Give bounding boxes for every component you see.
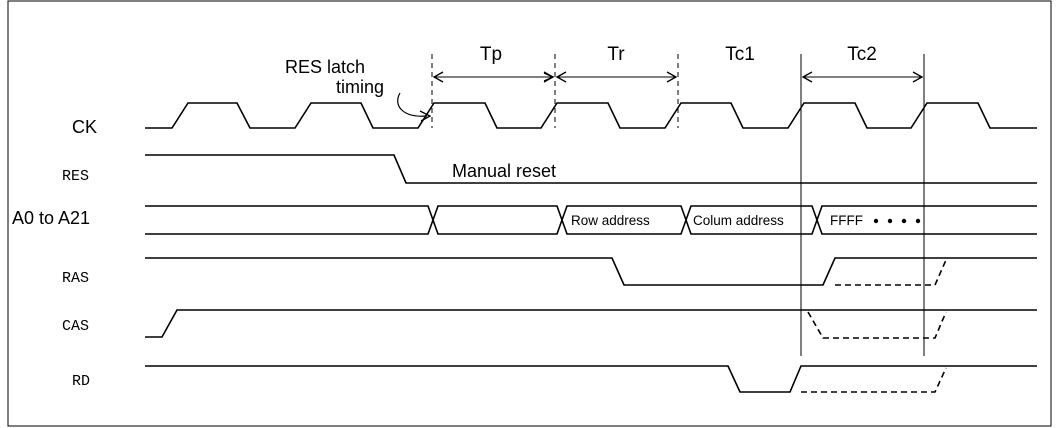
tc2-arrow-heads: [801, 71, 924, 83]
ras-waveform-dashed: [835, 259, 947, 286]
tp-arrow-heads: [432, 71, 555, 83]
signal-label-res: RES: [62, 168, 89, 185]
addr-bus: [145, 205, 1037, 235]
res-waveform: [145, 154, 1037, 184]
period-label-tc1: Tc1: [725, 44, 755, 65]
res-latch-arrow: [397, 92, 428, 117]
signal-label-addr: A0 to A21: [12, 208, 90, 228]
bus-value-column-address: Colum address: [693, 213, 784, 228]
signal-label-ras: RAS: [62, 270, 89, 287]
period-label-tp: Tp: [480, 44, 502, 65]
ck-waveform: [145, 102, 1037, 129]
period-label-tc2: Tc2: [847, 44, 877, 65]
diagram-border: [7, 0, 1052, 427]
tr-arrow-heads: [555, 71, 678, 83]
cas-waveform-dashed: [807, 311, 947, 339]
rd-waveform: [145, 365, 1037, 393]
bus-value-ffff: FFFF: [830, 213, 863, 228]
bus-value-row-address: Row address: [571, 213, 650, 228]
res-latch-label-line1: RES latch: [285, 57, 365, 77]
period-label-tr: Tr: [607, 44, 625, 65]
manual-reset-label: Manual reset: [452, 161, 556, 181]
rd-waveform-dashed: [801, 367, 947, 393]
signal-label-ck: CK: [72, 117, 97, 137]
signal-label-rd: RD: [72, 373, 90, 390]
cas-waveform: [145, 309, 1037, 338]
res-latch-label-line2: timing: [336, 77, 384, 97]
ffff-ellipsis-dots: [873, 218, 921, 224]
signal-label-cas: CAS: [62, 318, 89, 335]
ras-waveform: [145, 257, 1037, 286]
